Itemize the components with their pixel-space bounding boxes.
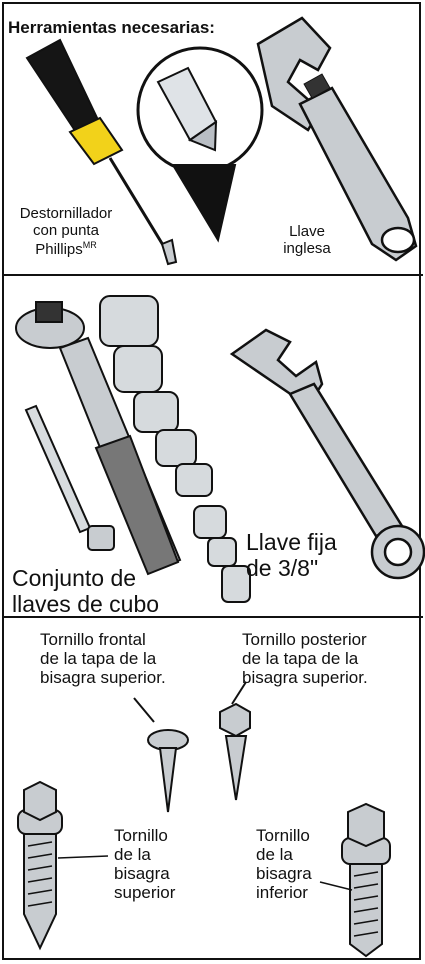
screwdriver-label-line3: PhillipsMR [10,240,122,259]
lower-hinge-screw-label-line3: bisagra [256,864,312,884]
socket-set-label-line2: llaves de cubo [12,590,160,617]
upper-hinge-screw-label-line3: bisagra [114,864,170,884]
rear-cover-screw-head [219,702,251,738]
lower-hinge-screw-label-line4: inferior [256,883,308,903]
screwdriver-label: Destornillador con punta PhillipsMR [10,205,122,259]
rear-cover-screw-label: Tornillo posterior de la tapa de la bisa… [242,630,368,687]
upper-hinge-screw-label-line2: de la [114,845,151,865]
wrench-label: Llave inglesa [262,223,352,258]
wrench-label-line2: inglesa [283,239,331,257]
rear-cover-screw-label-line1: Tornillo posterior [242,630,367,649]
open-wrench-label: Llave fija de 3/8" [246,529,337,582]
upper-hinge-screw-head [23,780,57,822]
front-cover-screw-label: Tornillo frontal de la tapa de la bisagr… [40,630,166,687]
upper-hinge-screw-label-line1: Tornillo [114,826,168,845]
lower-hinge-screw-label-line2: de la [256,845,293,865]
rear-cover-screw-label-line2: de la tapa de la [242,649,359,669]
open-wrench-label-line1: Llave fija [246,529,337,555]
front-cover-screw-label-line1: Tornillo frontal [40,630,146,649]
section-divider-2 [2,616,423,618]
lower-hinge-screw-label: Tornillo de la bisagra inferior [256,826,312,902]
lower-hinge-screw-head [347,802,385,848]
front-cover-screw-label-line2: de la tapa de la [40,649,157,669]
screwdriver-label-brand: Phillips [35,240,83,258]
upper-hinge-screw-shaft [23,833,57,951]
rear-cover-screw-shaft [224,735,248,801]
section-divider-1 [2,274,423,276]
socket-set-label-line1: Conjunto de [12,565,137,591]
upper-hinge-screw-label-line4: superior [114,883,176,903]
open-wrench-label-line2: de 3/8" [246,554,319,581]
page-heading: Herramientas necesarias: [8,18,215,37]
rear-cover-screw-label-line3: bisagra superior. [242,668,368,688]
wrench-label-line1: Llave [289,223,325,240]
lower-hinge-screw-label-line1: Tornillo [256,826,310,845]
upper-hinge-screw-label: Tornillo de la bisagra superior [114,826,175,902]
socket-set-label: Conjunto de llaves de cubo [12,565,160,618]
page-frame [2,2,421,960]
front-cover-screw-label-line3: bisagra superior. [40,668,166,688]
screwdriver-label-line1: Destornillador [19,205,113,222]
screwdriver-label-line2: con punta [33,221,99,239]
front-cover-screw-shaft [158,747,178,813]
trademark-mark: MR [82,239,97,250]
